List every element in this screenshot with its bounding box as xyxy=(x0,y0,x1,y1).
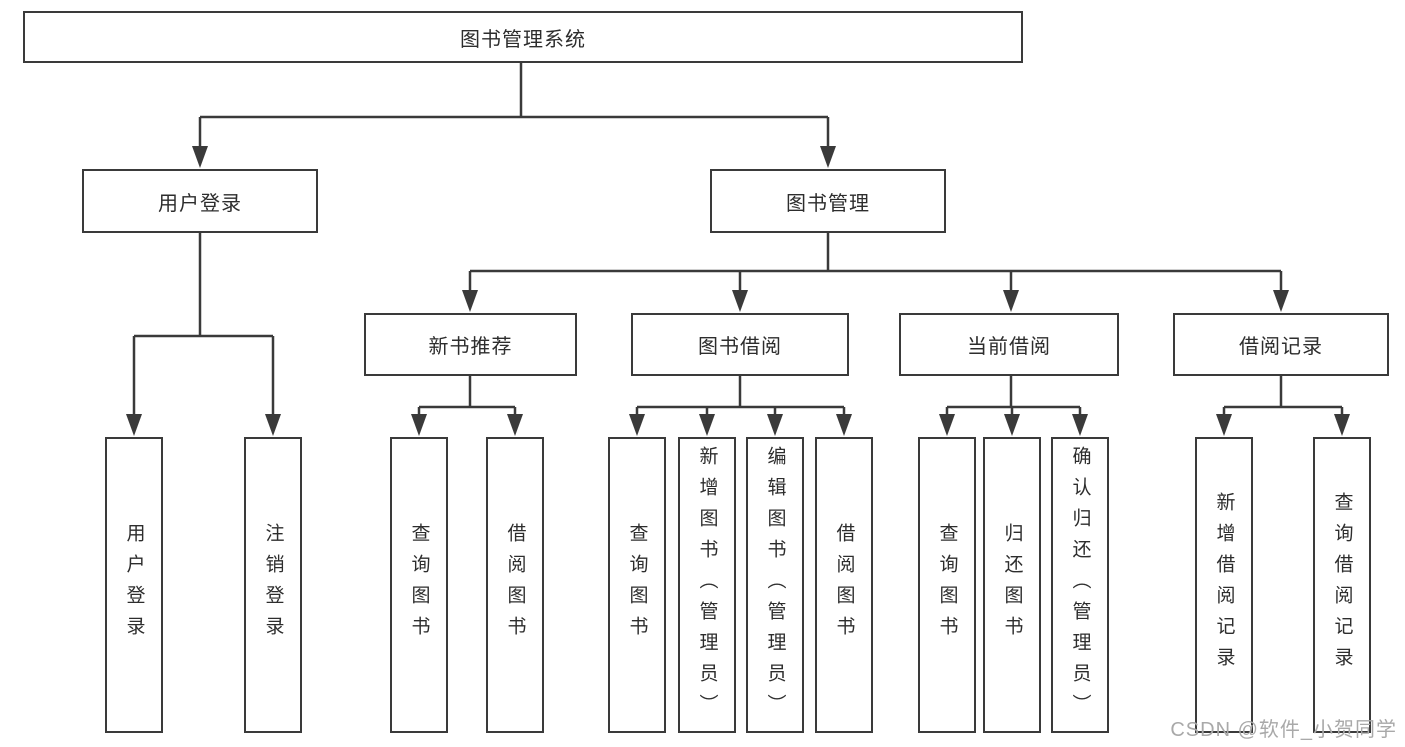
arrowhead xyxy=(126,414,142,436)
arrowhead xyxy=(629,414,645,436)
leaf-add-books-admin: 新增图书（管理员） xyxy=(678,437,736,733)
arrowhead xyxy=(507,414,523,436)
arrowhead xyxy=(732,290,748,312)
leaf-label: 编辑图书（管理员） xyxy=(764,445,786,725)
arrowhead xyxy=(1334,414,1350,436)
leaf-query-books-current: 查询图书 xyxy=(918,437,976,733)
node-new-book-recommend: 新书推荐 xyxy=(364,313,577,376)
leaf-label: 查询图书 xyxy=(626,523,648,647)
leaf-label: 借阅图书 xyxy=(504,523,526,647)
leaf-label: 用户登录 xyxy=(123,523,145,647)
node-library-management-system: 图书管理系统 xyxy=(23,11,1023,63)
arrowhead xyxy=(265,414,281,436)
arrowhead xyxy=(939,414,955,436)
leaf-confirm-return-admin: 确认归还（管理员） xyxy=(1051,437,1109,733)
leaf-label: 借阅图书 xyxy=(833,523,855,647)
arrowhead xyxy=(1004,414,1020,436)
leaf-label: 查询借阅记录 xyxy=(1331,492,1353,678)
connector-borrowrecords-to-leaves xyxy=(1222,376,1344,418)
arrowhead xyxy=(836,414,852,436)
connector-currentborrow-to-leaves xyxy=(945,376,1082,418)
arrowheads xyxy=(126,146,1350,436)
node-label: 图书借阅 xyxy=(698,336,782,358)
arrowhead xyxy=(462,290,478,312)
leaf-return-books: 归还图书 xyxy=(983,437,1041,733)
leaf-query-borrow-record: 查询借阅记录 xyxy=(1313,437,1371,733)
leaf-logout: 注销登录 xyxy=(244,437,302,733)
node-label: 用户登录 xyxy=(158,192,242,215)
leaf-label: 注销登录 xyxy=(262,523,284,647)
leaf-label: 归还图书 xyxy=(1001,523,1023,647)
leaf-label: 查询图书 xyxy=(936,523,958,647)
node-book-management: 图书管理 xyxy=(710,169,946,233)
node-label: 借阅记录 xyxy=(1239,336,1323,358)
arrowhead xyxy=(699,414,715,436)
leaf-borrow-books: 借阅图书 xyxy=(815,437,873,733)
leaf-query-books-borrow: 查询图书 xyxy=(608,437,666,733)
arrowhead xyxy=(820,146,836,168)
connector-bookborrow-to-leaves xyxy=(635,376,846,418)
node-book-borrow: 图书借阅 xyxy=(631,313,849,376)
node-label: 新书推荐 xyxy=(428,336,513,358)
connector-userlogin-to-leaves xyxy=(132,233,275,418)
leaf-label: 新增图书（管理员） xyxy=(696,445,718,725)
leaf-edit-books-admin: 编辑图书（管理员） xyxy=(746,437,804,733)
arrowhead xyxy=(1072,414,1088,436)
node-label: 图书管理 xyxy=(786,192,870,215)
connector-newbook-to-leaves xyxy=(417,376,517,418)
arrowhead xyxy=(767,414,783,436)
connector-root-to-level2 xyxy=(198,63,830,150)
arrowhead xyxy=(1003,290,1019,312)
leaf-add-borrow-record: 新增借阅记录 xyxy=(1195,437,1253,733)
arrowhead xyxy=(192,146,208,168)
leaf-label: 查询图书 xyxy=(408,523,430,647)
node-label: 当前借阅 xyxy=(967,336,1051,358)
leaf-query-books-recommend: 查询图书 xyxy=(390,437,448,733)
node-borrow-records: 借阅记录 xyxy=(1173,313,1389,376)
node-label: 图书管理系统 xyxy=(460,28,586,51)
leaf-label: 确认归还（管理员） xyxy=(1069,445,1091,725)
arrowhead xyxy=(1216,414,1232,436)
leaf-user-login: 用户登录 xyxy=(105,437,163,733)
leaf-label: 新增借阅记录 xyxy=(1213,492,1235,678)
csdn-watermark: CSDN @软件_小贺同学 xyxy=(1170,719,1397,741)
connector-bookmgmt-to-level3 xyxy=(468,233,1283,294)
node-user-login: 用户登录 xyxy=(82,169,318,233)
leaf-borrow-books-recommend: 借阅图书 xyxy=(486,437,544,733)
node-current-borrow: 当前借阅 xyxy=(899,313,1119,376)
arrowhead xyxy=(411,414,427,436)
arrowhead xyxy=(1273,290,1289,312)
